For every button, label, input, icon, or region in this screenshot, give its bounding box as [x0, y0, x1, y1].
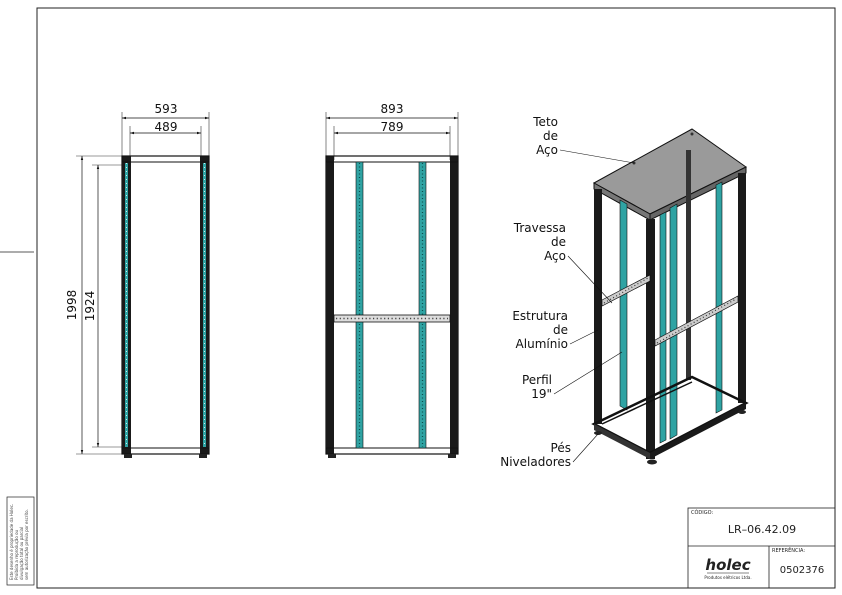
callouts: Teto de Aço Travessa de Aço Estrutura de… — [500, 115, 635, 469]
side-outer-height: 1998 — [65, 290, 79, 321]
callout-travessa-line1: Travessa — [513, 221, 566, 235]
callout-estrutura-line2: de — [553, 323, 568, 337]
codigo-value: LR–06.42.09 — [728, 523, 796, 536]
sheet-border — [36, 7, 836, 589]
front-outer-width: 893 — [381, 102, 404, 116]
callout-teto-line2: de — [543, 129, 558, 143]
svg-text:Este desenho é propriedade da: Este desenho é propriedade da Holec. — [9, 504, 14, 580]
callout-estrutura-line3: Alumínio — [516, 337, 568, 351]
callout-pes-line2: Niveladores — [500, 455, 571, 469]
referencia-value: 0502376 — [780, 565, 825, 576]
referencia-label: REFERÊNCIA: — [772, 546, 805, 554]
callout-perfil-line1: Perfil — [522, 373, 552, 387]
front-view: 893 789 — [325, 102, 459, 458]
side-outer-width: 593 — [155, 102, 178, 116]
codigo-label: CÓDIGO: — [691, 509, 713, 516]
front-inner-width: 789 — [381, 120, 404, 134]
callout-teto-line3: Aço — [536, 143, 558, 157]
side-inner-height: 1924 — [83, 291, 97, 322]
callout-perfil-line2: 19" — [531, 387, 552, 401]
callout-travessa-line3: Aço — [544, 249, 566, 263]
callout-teto-line1: Teto — [532, 115, 558, 129]
svg-text:sem autorização prévia por esc: sem autorização prévia por escrito. — [24, 509, 29, 580]
side-view: 593 489 1998 1924 — [65, 102, 210, 458]
callout-pes-line1: Pés — [551, 441, 571, 455]
side-note: Este desenho é propriedade da Holec. Pro… — [6, 496, 35, 586]
svg-text:divulgação total ou parcial: divulgação total ou parcial — [19, 527, 24, 580]
svg-text:Proibida a reprodução ou: Proibida a reprodução ou — [14, 529, 19, 580]
company-subtitle: Produtos elétricos Ltda. — [704, 575, 751, 580]
isometric-view — [591, 128, 749, 465]
callout-travessa-line2: de — [551, 235, 566, 249]
title-block: CÓDIGO: LR–06.42.09 holec Produtos elétr… — [687, 507, 836, 589]
side-inner-width: 489 — [155, 120, 178, 134]
callout-estrutura-line1: Estrutura — [512, 309, 568, 323]
company-logo: holec — [705, 556, 750, 574]
